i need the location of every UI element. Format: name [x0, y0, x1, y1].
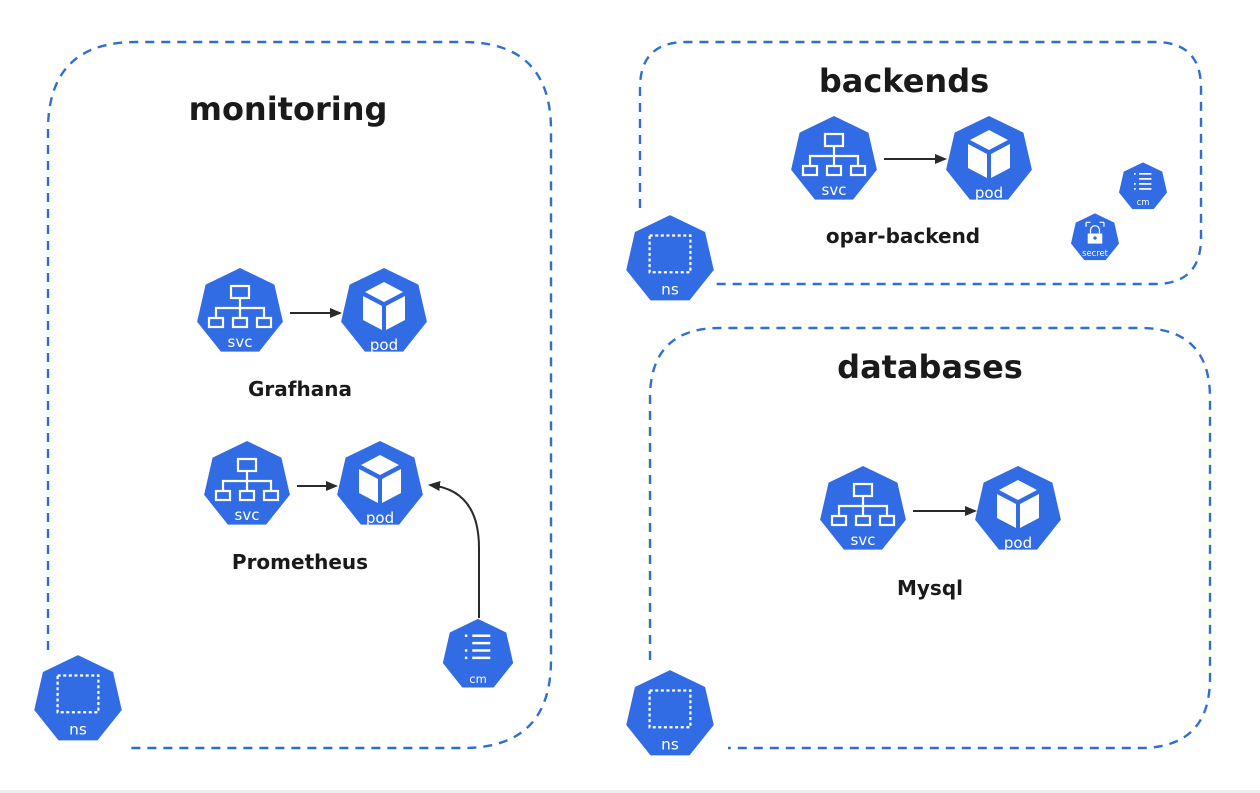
- svg-text:pod: pod: [1004, 534, 1032, 552]
- namespace-monitoring: monitoring svc pod Grafhana svc pod: [34, 40, 553, 750]
- namespace-title: databases: [837, 348, 1023, 386]
- prometheus-service-group: svc pod Prometheus: [204, 441, 423, 574]
- configmap-icon: cm: [1119, 162, 1167, 209]
- svg-text:svc: svc: [822, 181, 847, 199]
- arrow-configmap-to-pod: [428, 481, 480, 618]
- namespace-title: backends: [819, 62, 989, 100]
- namespace-boundary-monitoring: [46, 40, 553, 750]
- namespace-boundary-databases: [648, 326, 1212, 750]
- pod-icon: pod: [946, 116, 1032, 202]
- namespace-title: monitoring: [189, 90, 388, 128]
- namespace-backends: backends svc pod opar-backend cm secret …: [626, 40, 1203, 300]
- svg-text:svc: svc: [228, 333, 253, 351]
- service-icon: svc: [791, 116, 877, 200]
- opar-backend-service-group: svc pod opar-backend: [791, 116, 1032, 248]
- svg-text:ns: ns: [661, 281, 679, 299]
- namespace-icon: ns: [34, 655, 122, 740]
- namespace-icon: ns: [626, 215, 714, 300]
- namespace-databases: databases svc pod Mysql ns: [626, 326, 1212, 755]
- pod-icon: pod: [337, 441, 423, 527]
- svg-text:pod: pod: [366, 509, 394, 527]
- service-icon: svc: [204, 441, 290, 525]
- app-label-mysql: Mysql: [897, 576, 963, 600]
- app-label-grafana: Grafhana: [248, 377, 352, 401]
- svg-text:cm: cm: [1137, 197, 1150, 207]
- pod-icon: pod: [975, 466, 1061, 552]
- app-label-opar-backend: opar-backend: [826, 224, 980, 248]
- svg-text:cm: cm: [469, 672, 486, 686]
- svg-text:svc: svc: [235, 506, 260, 524]
- grafana-service-group: svc pod Grafhana: [197, 268, 427, 401]
- app-label-prometheus: Prometheus: [232, 550, 368, 574]
- svg-text:ns: ns: [661, 736, 679, 754]
- configmap-icon: cm: [443, 619, 513, 688]
- svg-text:secret: secret: [1082, 248, 1109, 258]
- svg-text:pod: pod: [975, 184, 1003, 202]
- namespace-icon: ns: [626, 670, 714, 755]
- service-icon: svc: [197, 268, 283, 352]
- svg-text:svc: svc: [851, 531, 876, 549]
- bottom-divider: [0, 790, 1260, 793]
- service-icon: svc: [820, 466, 906, 550]
- pod-icon: pod: [341, 268, 427, 354]
- secret-icon: secret: [1071, 213, 1119, 260]
- svg-text:pod: pod: [370, 336, 398, 354]
- mysql-service-group: svc pod Mysql: [820, 466, 1061, 600]
- svg-text:ns: ns: [69, 721, 87, 739]
